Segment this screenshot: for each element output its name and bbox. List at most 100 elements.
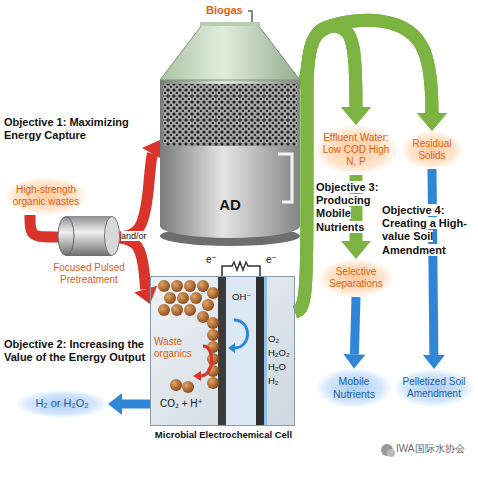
objective-heading: Objective 2: Increasing the Value of the…: [4, 338, 145, 363]
chemical-label-box: H₂O: [268, 361, 286, 372]
flow-arrow: [120, 238, 157, 304]
node-text: H₂ or H₂O₂: [19, 397, 105, 410]
catalyst-layer: [264, 276, 267, 426]
cathode: [256, 276, 264, 426]
digester-tank-part: [278, 154, 292, 202]
output-label: Biogas: [206, 4, 243, 16]
node-text: Residual Solids: [404, 138, 460, 162]
biofilm-bead: [184, 280, 196, 292]
chemical-label: H₂: [268, 375, 279, 386]
oxidation-arrow: [200, 346, 212, 376]
arrow-head: [134, 286, 157, 304]
node-text: Microbial Electrochemical Cell: [137, 429, 310, 440]
digester-tank-part: [160, 25, 300, 80]
junction-label: and/or: [121, 231, 147, 241]
node-text: High-strength organic wastes: [7, 184, 85, 208]
effluent-blob: Effluent Water: Low COD High N, P: [314, 125, 398, 175]
arrow-head: [417, 113, 447, 131]
objective-heading: Objective 3: Producing Mobile Nutrients: [316, 181, 378, 233]
flow-line: [30, 215, 58, 237]
arrow-head: [341, 107, 371, 125]
biofilm-bead: [184, 304, 196, 316]
pretreatment-cylinder-part: [105, 217, 120, 256]
substrate-label-box: Waste organics: [154, 336, 200, 360]
node-text: Effluent Water: Low COD High N, P: [317, 132, 395, 168]
node-text: Focused Pulsed Pretreatment: [32, 262, 146, 286]
anode: [218, 276, 226, 426]
objective-heading-box: Objective 4: Creating a High-value Soil …: [382, 204, 474, 257]
output-label-box: Biogas: [206, 4, 243, 17]
pretreatment-cylinder-part: [58, 217, 74, 256]
arrow-head: [343, 354, 365, 368]
flow-line: [432, 169, 434, 369]
watermark-box: IWA国际水协会: [396, 443, 465, 455]
electron-label: e⁻: [206, 254, 217, 265]
chemical-label-box: CO₂ + H⁺: [160, 398, 203, 410]
arrow-head: [108, 393, 122, 415]
flow-arrow: [343, 297, 365, 368]
objective-heading: Objective 4: Creating a High-value Soil …: [382, 204, 467, 256]
biofilm-bead: [158, 304, 170, 316]
objective-heading-box: Objective 1: Maximizing Energy Capture: [4, 116, 140, 142]
digester-tank-part: [200, 22, 260, 26]
chemical-label-box: H₂: [268, 375, 279, 386]
separation-blob: Selective Separations: [318, 259, 394, 297]
digester-tank: AD: [160, 22, 300, 250]
chemical-label-box: OH⁻: [232, 291, 251, 302]
biofilm-bead: [171, 280, 183, 292]
node-text: AD: [219, 196, 241, 214]
digester-tank-part: [163, 84, 297, 146]
watermark-icon: [387, 449, 395, 457]
arrow-head: [417, 113, 447, 131]
chemical-label: OH⁻: [232, 291, 251, 302]
biofilm-bead: [202, 299, 214, 311]
node-text: Selective Separations: [321, 266, 391, 290]
oxidation-arrowhead: [193, 371, 201, 381]
biofilm-bead: [207, 377, 219, 389]
biofilm-bead: [197, 280, 209, 292]
flow-arrow: [108, 393, 150, 415]
chemical-label: H₂O: [268, 361, 286, 372]
biofilm-bead: [164, 292, 176, 304]
electrolyte: [226, 276, 256, 426]
biofilm-bead: [197, 311, 209, 323]
flow-arrow: [423, 169, 445, 369]
solids-blob: Residual Solids: [401, 131, 463, 169]
chemical-label-box: O₂: [268, 333, 279, 344]
electron-label-box: e⁻: [206, 254, 217, 266]
product-blob: Pelletized Soil Amendment: [394, 369, 474, 407]
chemical-label: H₂O₂: [268, 347, 290, 358]
biofilm-bead: [190, 292, 202, 304]
objective-heading-box: Objective 3: Producing Mobile Nutrients: [316, 181, 392, 234]
flow-arrow: [30, 215, 58, 237]
objective-heading-box: Objective 2: Increasing the Value of the…: [4, 338, 146, 364]
biofilm-bead: [182, 381, 194, 393]
node-text: Pelletized Soil Amendment: [397, 376, 471, 400]
reduction-arrow: [234, 320, 248, 348]
biofilm-bead: [207, 317, 219, 329]
junction-label-box: and/or: [121, 231, 147, 242]
arrow-head: [341, 241, 371, 259]
arrow-head: [423, 355, 445, 369]
flow-arrow: [120, 140, 163, 237]
product-blob: H₂ or H₂O₂: [16, 390, 108, 417]
electron-label-box: e⁻: [266, 254, 277, 266]
flow-line: [295, 20, 432, 312]
chemical-label-box: H₂O₂: [268, 347, 290, 358]
input-blob: High-strength organic wastes: [4, 177, 88, 215]
reduction-arrowhead: [228, 343, 235, 353]
biofilm-bead: [171, 304, 183, 316]
digester-tank-outline: [160, 22, 300, 250]
node-text: Mobile Nutrients: [319, 375, 389, 400]
biofilm-bead: [207, 287, 219, 299]
biofilm-bead: [158, 280, 170, 292]
biofilm-bead: [177, 292, 189, 304]
circuit-wire: [222, 262, 260, 276]
digester-tank-part: [160, 80, 300, 226]
biofilm-bead: [207, 329, 219, 341]
product-blob: Mobile Nutrients: [316, 368, 392, 407]
digester-tank-part: [160, 214, 300, 238]
cell-ground: [150, 276, 295, 426]
watermark: IWA国际水协会: [396, 443, 465, 454]
electron-label: e⁻: [266, 254, 277, 265]
